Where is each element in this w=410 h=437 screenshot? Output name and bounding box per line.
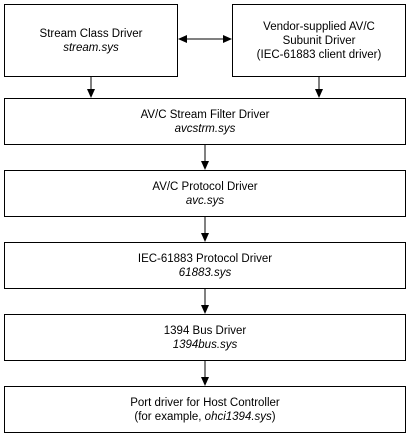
- vendor-driver-line3: (IEC-61883 client driver): [256, 48, 382, 61]
- 61883-to-bus-arrowhead: [201, 305, 209, 314]
- port-driver-example-suffix: ): [271, 410, 276, 423]
- iec61883-protocol-driver-box: IEC-61883 Protocol Driver 61883.sys: [4, 242, 406, 289]
- port-driver-example-file: ohci1394.sys: [204, 410, 272, 423]
- bus-1394-driver-title: 1394 Bus Driver: [163, 324, 247, 337]
- bus-1394-driver-box: 1394 Bus Driver 1394bus.sys: [4, 314, 406, 361]
- iec61883-protocol-driver-file: 61883.sys: [178, 266, 232, 279]
- bus-1394-driver-file: 1394bus.sys: [172, 338, 238, 351]
- stream-to-filter-arrowhead: [87, 89, 95, 98]
- avc-protocol-driver-title: AV/C Protocol Driver: [152, 180, 258, 193]
- avc-to-61883-arrowhead: [201, 233, 209, 242]
- port-driver-example-prefix: (for example,: [134, 410, 205, 423]
- vendor-driver-line2: Subunit Driver: [282, 34, 356, 47]
- avc-protocol-driver-box: AV/C Protocol Driver avc.sys: [4, 170, 406, 217]
- vendor-driver-line1: Vendor-supplied AV/C: [263, 20, 375, 33]
- avc-stream-filter-driver-box: AV/C Stream Filter Driver avcstrm.sys: [4, 98, 406, 145]
- stream-class-driver-title: Stream Class Driver: [39, 27, 143, 40]
- avc-stream-filter-driver-title: AV/C Stream Filter Driver: [140, 108, 270, 121]
- iec61883-protocol-driver-title: IEC-61883 Protocol Driver: [137, 252, 273, 265]
- arrowhead-left: [178, 35, 187, 43]
- port-driver-example: (for example, ohci1394.sys): [134, 410, 275, 424]
- stream-class-driver-box: Stream Class Driver stream.sys: [4, 4, 178, 77]
- stream-class-driver-file: stream.sys: [63, 41, 119, 54]
- bus-to-port-arrowhead: [201, 377, 209, 386]
- vendor-to-filter-arrowhead: [315, 89, 323, 98]
- port-driver-box: Port driver for Host Controller (for exa…: [4, 386, 406, 433]
- port-driver-title: Port driver for Host Controller: [130, 396, 280, 409]
- filter-to-avc-arrowhead: [201, 161, 209, 170]
- avc-stream-filter-driver-file: avcstrm.sys: [174, 122, 236, 135]
- avc-protocol-driver-file: avc.sys: [185, 194, 225, 207]
- vendor-subunit-driver-box: Vendor-supplied AV/C Subunit Driver (IEC…: [232, 4, 406, 77]
- arrowhead-right: [223, 35, 232, 43]
